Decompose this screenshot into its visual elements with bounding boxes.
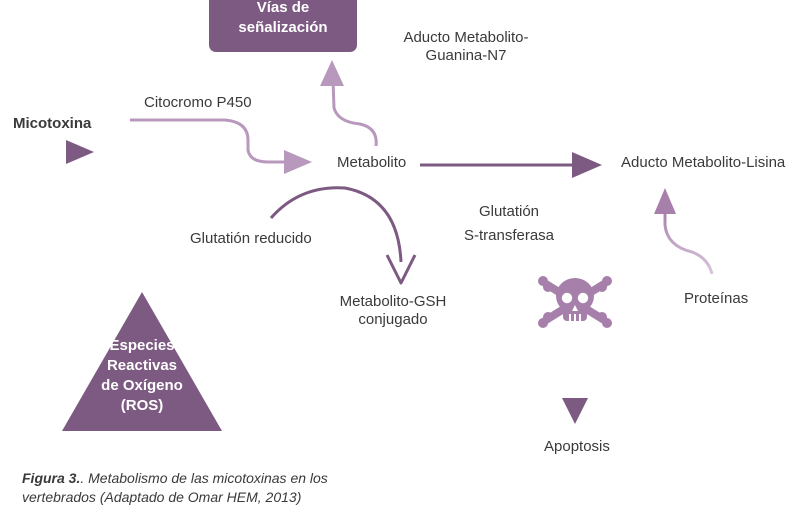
figure-caption: Figura 3.. Metabolismo de las micotoxina… (22, 469, 342, 507)
metabolito-gsh-label: Metabolito-GSH conjugado (325, 293, 461, 329)
proteinas-label: Proteínas (684, 290, 749, 307)
glutation-s-transferasa-label: Glutatión S-transferasa (450, 203, 568, 245)
ros-line-1: Especies (109, 337, 175, 354)
metabolito-label: Metabolito (337, 154, 407, 171)
apoptosis-arrow (562, 334, 588, 424)
signaling-line-2: señalización (238, 19, 328, 36)
ros-label: Especies Reactivas de Oxígeno (ROS) (92, 336, 192, 416)
lisina-arrow (420, 152, 602, 178)
glutation-st-line-1: Glutatión (478, 203, 540, 220)
aducto-guanina-line-1: Aducto Metabolito- (403, 29, 529, 46)
aducto-lisina-label: Aducto Metabolito-Lisina (621, 154, 786, 171)
skull-crossbones-icon (538, 276, 612, 328)
ros-line-4: (ROS) (120, 397, 164, 414)
proteinas-arrow (654, 188, 714, 275)
ros-line-3: de Oxígeno (101, 377, 183, 394)
caption-prefix: Figura 3. (22, 470, 81, 486)
glutation-st-line-2: S-transferasa (463, 227, 555, 244)
metabolito-gsh-line-2: conjugado (358, 311, 428, 328)
apoptosis-label: Apoptosis (544, 438, 610, 455)
aducto-guanina-line-2: Guanina-N7 (425, 47, 507, 64)
metabolito-gsh-line-1: Metabolito-GSH (339, 293, 447, 310)
glutation-reducido-label: Glutatión reducido (190, 230, 312, 247)
signaling-line-1: Vías de (256, 0, 310, 16)
citocromo-arrow (130, 118, 312, 174)
citocromo-label: Citocromo P450 (144, 94, 252, 111)
signaling-pathways-box: Vías de señalización (209, 0, 357, 52)
senalizacion-arrow (320, 60, 378, 147)
gsh-arrow (269, 186, 417, 285)
ros-triangle (62, 292, 222, 431)
ros-line-2: Reactivas (106, 357, 178, 374)
micotoxina-arrow (30, 140, 94, 164)
aducto-guanina-label: Aducto Metabolito- Guanina-N7 (392, 29, 540, 65)
micotoxina-label: Micotoxina (13, 115, 92, 132)
